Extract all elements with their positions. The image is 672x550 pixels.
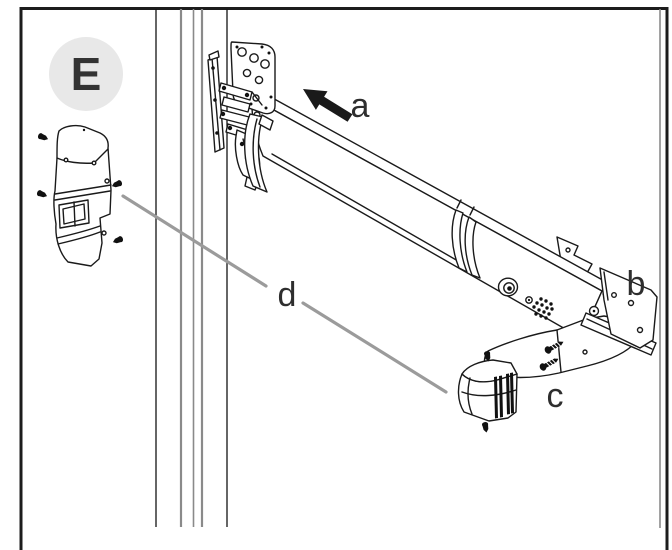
leader-lines [121,194,448,394]
small-end-cap-c [457,359,518,422]
end-bracket-upright [599,267,658,349]
large-cover-d [53,124,112,267]
callout-label-b: b [626,265,646,303]
end-cap-vent-slots [494,372,514,419]
door-edge-lines [155,9,661,528]
callout-label-a: a [350,87,370,125]
leader-line-endcap [301,301,448,394]
figure-frame-border [19,7,669,550]
callout-label-d: d [277,276,297,314]
direction-arrow-icon [303,89,353,122]
hinge-bracket-assembly [207,41,276,193]
bar-joint-collar [451,199,481,279]
push-pad-edge-line [271,153,459,262]
push-bar-top-face [251,89,609,292]
sounder-grille-icon [532,297,554,320]
bar-hinge-end-cap [243,113,274,193]
lock-cylinder-icon [497,277,519,297]
end-bracket-b [483,267,658,379]
step-badge: E [49,37,123,111]
leader-line-cover [121,194,268,288]
reset-hole-icon [525,296,533,304]
callout-label-c: c [546,377,564,415]
